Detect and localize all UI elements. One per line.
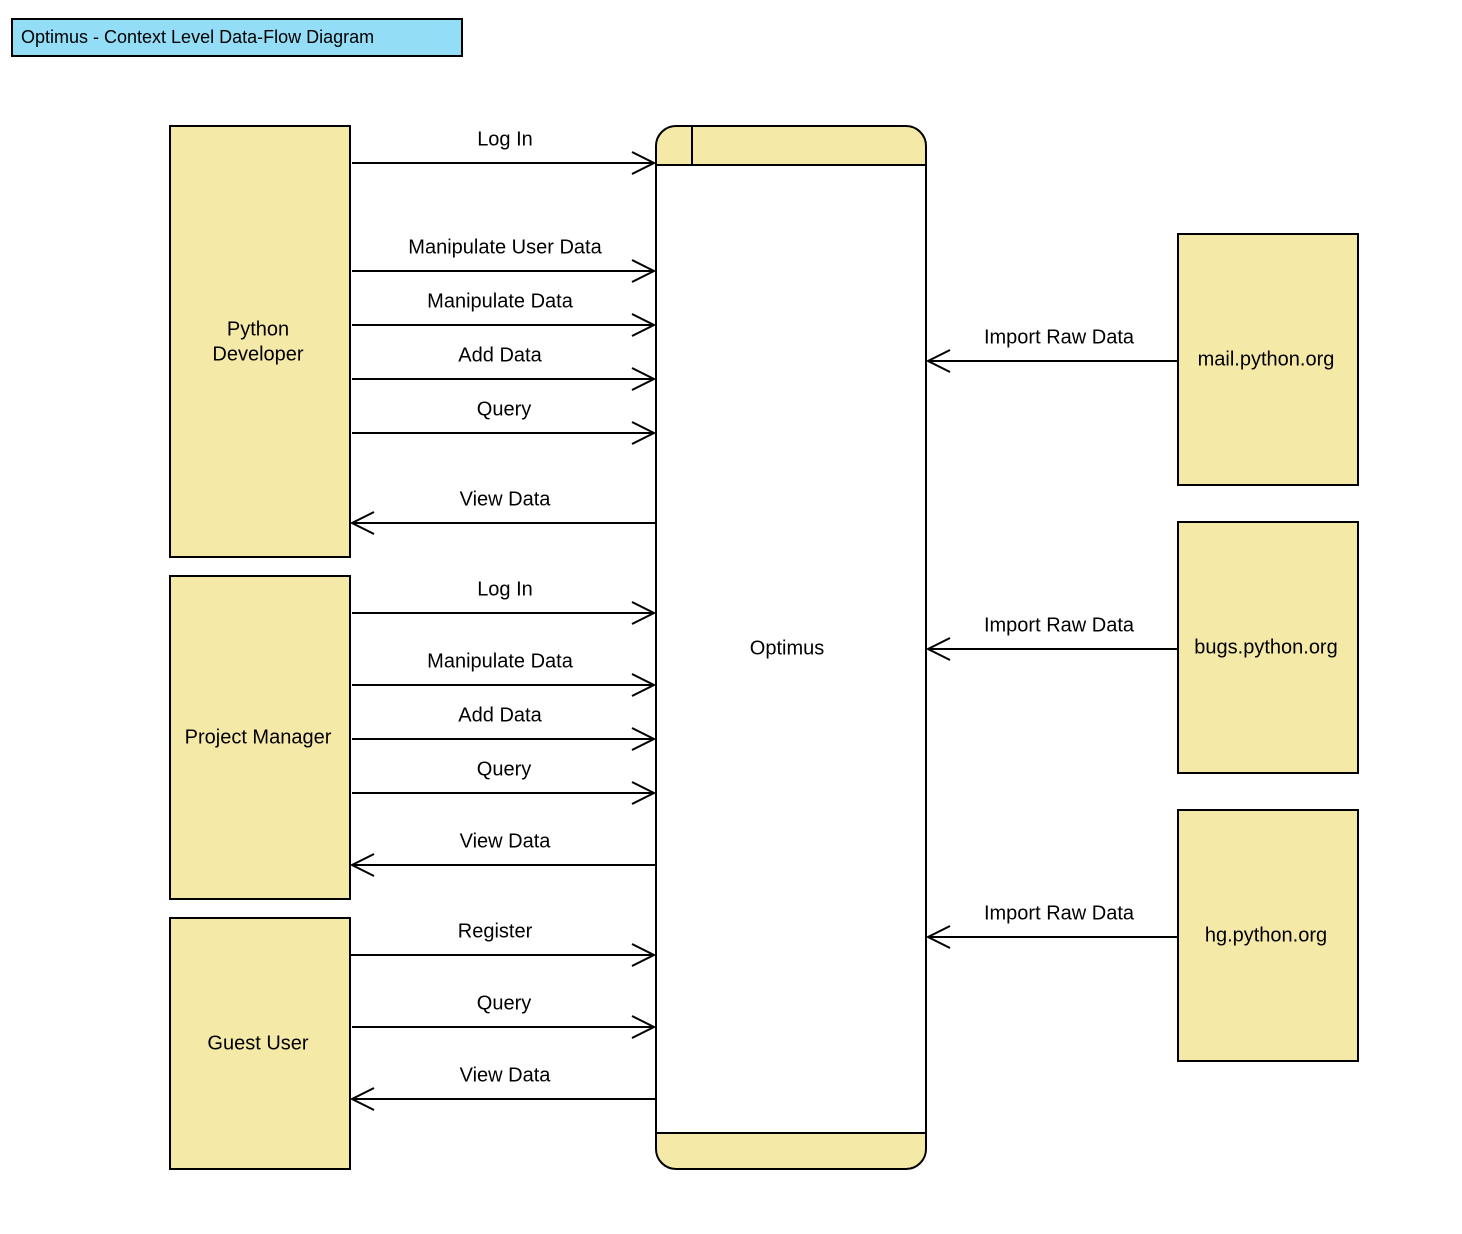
entity-label: Project Manager xyxy=(185,726,332,748)
flow-label: Manipulate User Data xyxy=(408,236,602,258)
entity-box xyxy=(169,917,351,1170)
entity-label: hg.python.org xyxy=(1205,924,1327,946)
flow-label: Import Raw Data xyxy=(984,902,1135,924)
entity-bugs-python-org: bugs.python.org xyxy=(1177,521,1359,774)
arrow-head xyxy=(925,349,951,373)
entity-mail-python-org: mail.python.org xyxy=(1177,233,1359,486)
flow-import-raw-data: Import Raw Data xyxy=(925,614,1178,661)
arrow-head xyxy=(631,673,657,697)
arrow-head xyxy=(349,511,375,535)
arrow-head xyxy=(631,421,657,445)
entity-label-line-2: Developer xyxy=(212,343,304,365)
arrow-head xyxy=(631,1015,657,1039)
flow-label: Import Raw Data xyxy=(984,614,1135,636)
entity-box xyxy=(1177,521,1359,774)
flow-import-raw-data: Import Raw Data xyxy=(925,902,1178,949)
entity-label: bugs.python.org xyxy=(1194,636,1337,658)
flow-label: Query xyxy=(477,992,531,1014)
flow-add-data: Add Data xyxy=(352,344,657,391)
flow-manipulate-user-data: Manipulate User Data xyxy=(352,236,657,283)
entity-box xyxy=(169,575,351,900)
entity-label-line-1: Python xyxy=(227,318,289,340)
arrow-head xyxy=(631,313,657,337)
flow-label: View Data xyxy=(460,830,552,852)
entity-box xyxy=(1177,809,1359,1062)
flow-log-in: Log In xyxy=(352,578,657,625)
flow-label: Log In xyxy=(477,578,533,600)
flow-label: Manipulate Data xyxy=(427,290,574,312)
arrow-head xyxy=(349,853,375,877)
flow-label: Query xyxy=(477,758,531,780)
flow-label: Add Data xyxy=(458,344,542,366)
flow-import-raw-data: Import Raw Data xyxy=(925,326,1178,373)
entity-box xyxy=(169,125,351,558)
arrow-head xyxy=(925,637,951,661)
entity-box xyxy=(1177,233,1359,486)
flow-view-data: View Data xyxy=(349,1064,656,1111)
flow-manipulate-data: Manipulate Data xyxy=(352,290,657,337)
flow-label: Query xyxy=(477,398,531,420)
arrow-head xyxy=(631,259,657,283)
flow-query: Query xyxy=(352,398,657,445)
arrow-head xyxy=(631,781,657,805)
arrow-head xyxy=(349,1087,375,1111)
flow-label: Manipulate Data xyxy=(427,650,574,672)
flow-query: Query xyxy=(352,992,657,1039)
process-optimus: Optimus xyxy=(655,125,927,1170)
flow-view-data: View Data xyxy=(349,488,656,535)
title-text: Optimus - Context Level Data-Flow Diagra… xyxy=(21,27,374,47)
flow-label: Log In xyxy=(477,128,533,150)
arrow-head xyxy=(631,151,657,175)
arrow-head xyxy=(631,727,657,751)
flow-manipulate-data: Manipulate Data xyxy=(352,650,657,697)
flow-log-in: Log In xyxy=(352,128,657,175)
arrow-head xyxy=(925,925,951,949)
flow-label: View Data xyxy=(460,1064,552,1086)
flow-query: Query xyxy=(352,758,657,805)
flow-label: Register xyxy=(458,920,533,942)
entity-python-developer: Python Developer xyxy=(169,125,351,558)
entity-guest-user: Guest User xyxy=(169,917,351,1170)
entity-label: mail.python.org xyxy=(1198,348,1335,370)
entity-label: Guest User xyxy=(207,1032,308,1054)
arrow-head xyxy=(631,367,657,391)
flow-label: Add Data xyxy=(458,704,542,726)
entity-hg-python-org: hg.python.org xyxy=(1177,809,1359,1062)
flow-label: Import Raw Data xyxy=(984,326,1135,348)
title-box xyxy=(11,18,463,57)
process-label: Optimus xyxy=(750,637,824,659)
arrow-head xyxy=(631,601,657,625)
arrow-head xyxy=(631,943,657,967)
entity-project-manager: Project Manager xyxy=(169,575,351,900)
flow-view-data: View Data xyxy=(349,830,656,877)
flow-register: Register xyxy=(350,920,657,967)
diagram-title: Optimus - Context Level Data-Flow Diagra… xyxy=(11,18,463,57)
flow-add-data: Add Data xyxy=(352,704,657,751)
process-white-area xyxy=(657,165,925,1133)
flow-label: View Data xyxy=(460,488,552,510)
